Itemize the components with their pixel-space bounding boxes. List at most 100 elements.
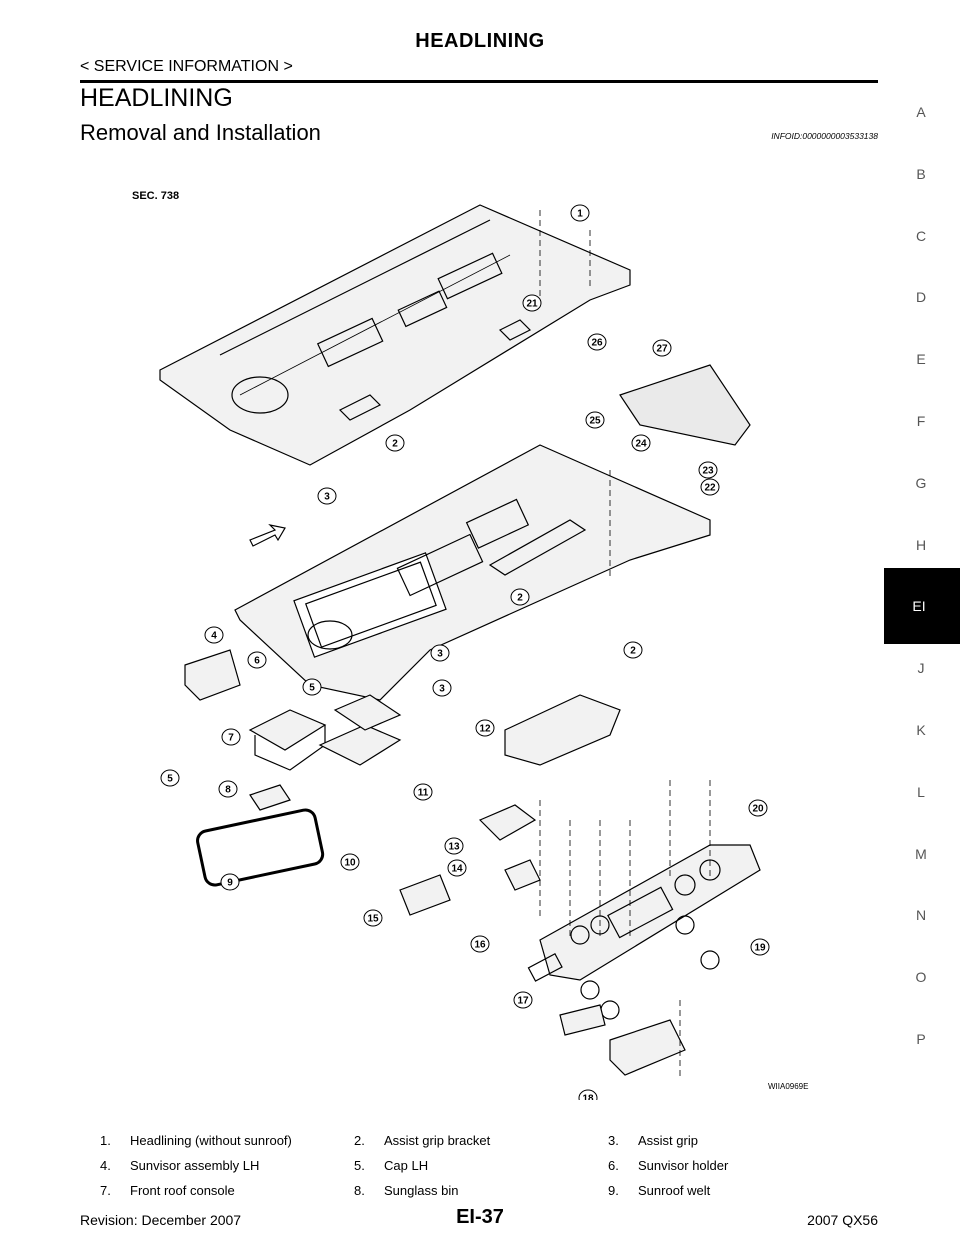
header-rule <box>80 80 878 83</box>
callout-circle <box>585 411 605 429</box>
callout-circle <box>317 487 337 505</box>
parts-legend: 1.Headlining (without sunroof)2. Assist g… <box>100 1133 880 1208</box>
legend-item: 1.Headlining (without sunroof) <box>100 1133 354 1158</box>
callout-number: 1 <box>577 209 583 220</box>
callout-number: 17 <box>517 996 529 1007</box>
tab-index-letter[interactable]: J <box>917 660 925 677</box>
tab-index-letter[interactable]: L <box>917 783 925 800</box>
legend-label: Sunroof welt <box>638 1183 711 1198</box>
legend-number: 2. <box>354 1133 365 1148</box>
callout-number: 5 <box>309 683 315 694</box>
callout-number: 24 <box>635 439 647 450</box>
callout-number: 22 <box>704 483 716 494</box>
legend-row: 1.Headlining (without sunroof)2. Assist g… <box>100 1133 880 1158</box>
callout-circle <box>340 853 360 871</box>
callout-circle <box>652 339 672 357</box>
callout-number: 3 <box>439 684 445 695</box>
callout-circle <box>513 991 533 1009</box>
callout-number: 2 <box>392 439 398 450</box>
tab-index-letter[interactable]: B <box>916 165 926 182</box>
legend-number: 9. <box>608 1183 619 1198</box>
figure-code: WIIA0969E <box>768 1082 809 1091</box>
subsection-title: Removal and Installation <box>80 120 321 145</box>
tab-index-letter[interactable]: N <box>915 907 927 924</box>
legend-label: Front roof console <box>130 1183 235 1198</box>
tab-index-letter[interactable]: P <box>916 1031 926 1047</box>
callout-number: 3 <box>324 492 330 503</box>
callout-circle <box>748 799 768 817</box>
info-id: INFOID:0000000003533138 <box>771 131 878 141</box>
tab-index-letter[interactable]: F <box>916 413 926 429</box>
legend-item: 4. Sunvisor assembly LH <box>100 1158 354 1183</box>
callout-circle <box>160 769 180 787</box>
callout-circle <box>570 204 590 222</box>
tab-index-letter[interactable]: H <box>915 536 927 553</box>
callout-circle <box>220 873 240 891</box>
callout-number: 19 <box>754 943 766 954</box>
callout-number: 8 <box>225 785 231 796</box>
legend-label: Sunvisor assembly LH <box>130 1158 260 1173</box>
tab-index-letter[interactable]: K <box>916 722 926 738</box>
legend-item: 9. Sunroof welt <box>608 1183 862 1208</box>
legend-item: 8. Sunglass bin <box>354 1183 608 1208</box>
callout-number: 20 <box>752 804 764 815</box>
tab-index-letter[interactable]: M <box>915 845 927 862</box>
footer-model: 2007 QX56 <box>807 1212 878 1228</box>
callout-number: 21 <box>526 299 538 310</box>
callout-number: 7 <box>228 733 234 744</box>
callout-number: 5 <box>167 774 173 785</box>
section-label: SEC. 738 <box>132 190 180 202</box>
callout-number: 3 <box>437 649 443 660</box>
legend-number: 4. <box>100 1158 111 1173</box>
callout-number: 27 <box>656 344 668 355</box>
legend-number: 1. <box>100 1133 111 1148</box>
callout-number: 6 <box>254 656 260 667</box>
callout-number: 15 <box>367 914 379 925</box>
section-title: HEADLINING <box>80 84 233 112</box>
callout-number: 26 <box>591 338 603 349</box>
legend-number: 8. <box>354 1183 365 1198</box>
tab-index-letter[interactable]: D <box>915 289 927 306</box>
callout-number: 14 <box>451 864 463 875</box>
legend-label: Sunvisor holder <box>638 1158 729 1173</box>
legend-label: Sunglass bin <box>384 1183 459 1198</box>
callout-circle <box>218 780 238 798</box>
tab-index-letter[interactable]: O <box>915 969 927 986</box>
legend-item: 3. Assist grip <box>608 1133 862 1158</box>
legend-item: 7. Front roof console <box>100 1183 354 1208</box>
tab-index-letter[interactable]: E <box>916 351 926 368</box>
callout-number: 18 <box>582 1094 594 1101</box>
callout-circle <box>475 719 495 737</box>
callout-circle <box>447 859 467 877</box>
callout-number: 12 <box>479 724 491 735</box>
callout-circle <box>470 935 490 953</box>
callout-number: 2 <box>630 646 636 657</box>
callout-number: 10 <box>344 858 356 869</box>
callout-circle <box>385 434 405 452</box>
callout-number: 11 <box>418 788 429 799</box>
callout-circle <box>578 1089 598 1100</box>
legend-number: 3. <box>608 1133 619 1148</box>
callout-number: 13 <box>448 842 460 853</box>
legend-label: Cap LH <box>384 1158 429 1173</box>
tab-index-letter[interactable]: A <box>916 104 926 120</box>
legend-number: 7. <box>100 1183 111 1198</box>
callout-circle <box>750 938 770 956</box>
tab-index-letter[interactable]: G <box>915 474 927 491</box>
legend-item: 6.Sunvisor holder <box>608 1158 862 1183</box>
callout-number: 16 <box>474 940 486 951</box>
legend-label: Assist grip bracket <box>384 1133 491 1148</box>
callout-circle <box>510 588 530 606</box>
callout-number: 25 <box>589 416 601 427</box>
legend-item: 5.Cap LH <box>354 1158 608 1183</box>
callout-circle <box>302 678 322 696</box>
callout-number: 2 <box>517 593 523 604</box>
callout-number: 9 <box>227 878 233 889</box>
callout-circle <box>700 478 720 496</box>
callout-circle <box>430 644 450 662</box>
tab-index-active[interactable]: EI <box>884 568 960 645</box>
legend-label: Assist grip <box>638 1133 698 1148</box>
callout-circle <box>444 837 464 855</box>
tab-index-letter[interactable]: C <box>915 227 927 244</box>
